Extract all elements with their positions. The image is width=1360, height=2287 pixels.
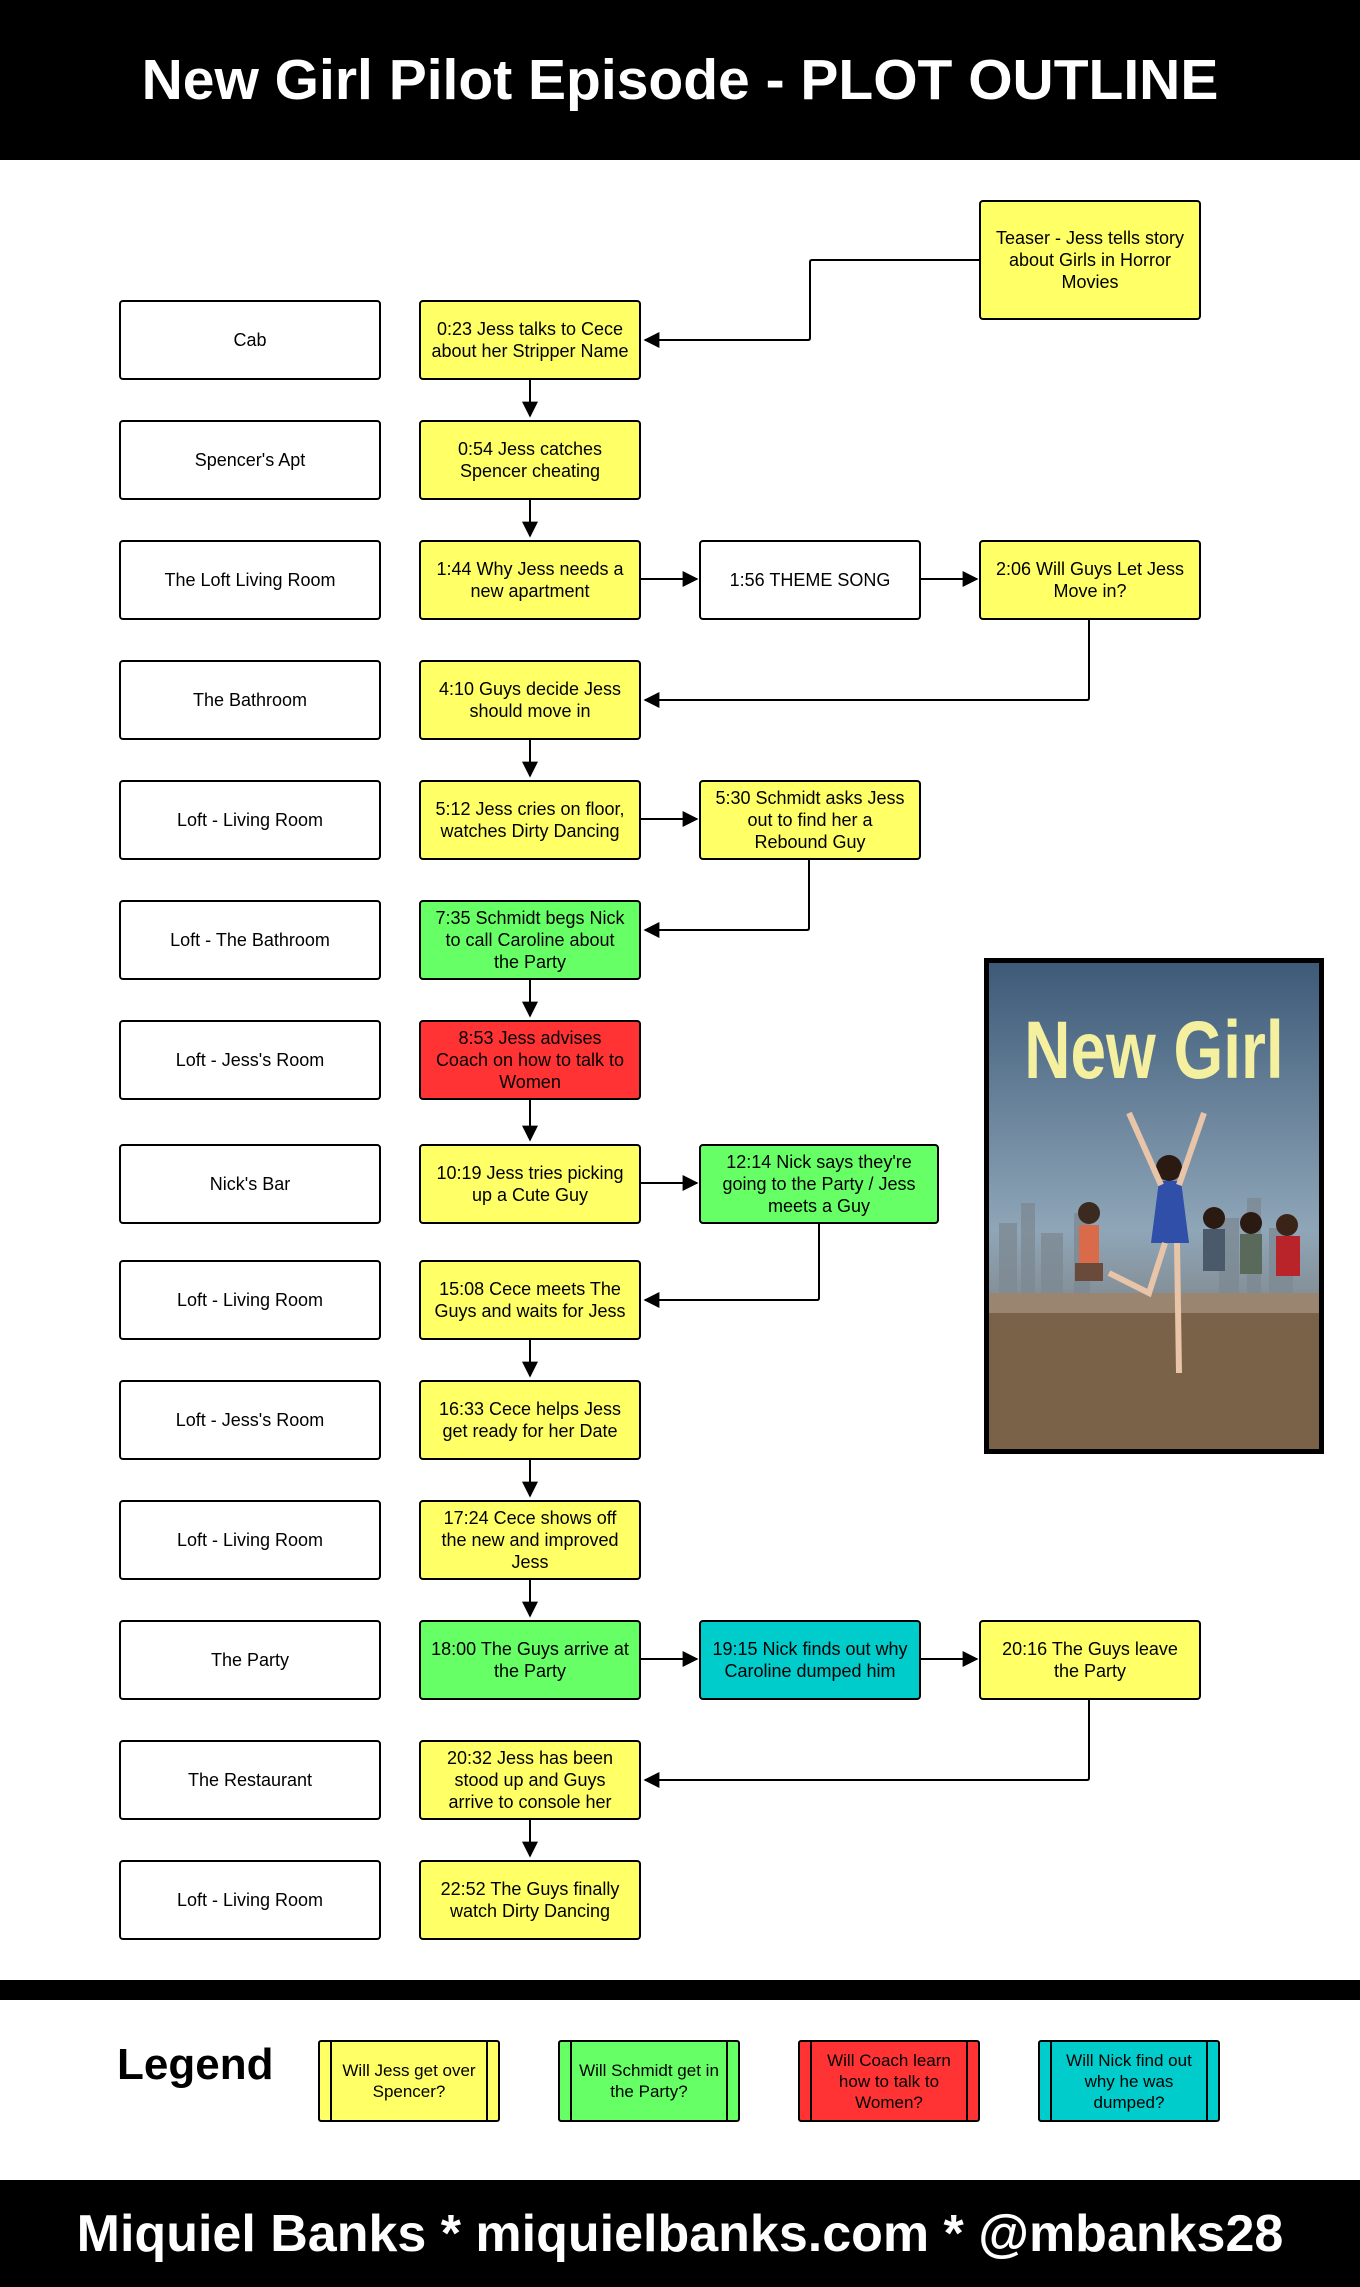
arrow-teaser-to-023 — [643, 259, 979, 348]
scene-teaser: Teaser - Jess tells story about Girls in… — [979, 200, 1201, 320]
scene-5-12: 5:12 Jess cries on floor, watches Dirty … — [419, 780, 641, 860]
legend-item-nick: Will Nick find out why he was dumped? — [1038, 2040, 1220, 2122]
location-loft-living-room: Loft - Living Room — [119, 1500, 381, 1580]
arrow-2016-to-2032 — [643, 1699, 1090, 1788]
poster-image: New Girl — [989, 963, 1319, 1449]
location-cab: Cab — [119, 300, 381, 380]
legend-item-coach: Will Coach learn how to talk to Women? — [798, 2040, 980, 2122]
scene-1-44: 1:44 Why Jess needs a new apartment — [419, 540, 641, 620]
location-loft-living-room: Loft - Living Room — [119, 1260, 381, 1340]
scene-0-54: 0:54 Jess catches Spencer cheating — [419, 420, 641, 500]
location-nicks-bar: Nick's Bar — [119, 1144, 381, 1224]
scene-7-35: 7:35 Schmidt begs Nick to call Caroline … — [419, 900, 641, 980]
location-spencers-apt: Spencer's Apt — [119, 420, 381, 500]
scene-1-56: 1:56 THEME SONG — [699, 540, 921, 620]
scene-0-23: 0:23 Jess talks to Cece about her Stripp… — [419, 300, 641, 380]
section-divider — [0, 1980, 1360, 2000]
footer-credits: Miquiel Banks * miquielbanks.com * @mban… — [0, 2180, 1360, 2287]
scene-16-33: 16:33 Cece helps Jess get ready for her … — [419, 1380, 641, 1460]
scene-15-08: 15:08 Cece meets The Guys and waits for … — [419, 1260, 641, 1340]
location-loft-living-room: The Loft Living Room — [119, 540, 381, 620]
arrow-530-to-735 — [643, 859, 810, 938]
new-girl-poster: New Girl — [984, 958, 1324, 1454]
scene-12-14: 12:14 Nick says they're going to the Par… — [699, 1144, 939, 1224]
arrow-1214-to-1508 — [643, 1224, 820, 1308]
poster-title: New Girl — [1024, 1003, 1283, 1096]
legend-title: Legend — [117, 2040, 274, 2089]
location-the-party: The Party — [119, 1620, 381, 1700]
scene-17-24: 17:24 Cece shows off the new and improve… — [419, 1500, 641, 1580]
scene-20-32: 20:32 Jess has been stood up and Guys ar… — [419, 1740, 641, 1820]
location-restaurant: The Restaurant — [119, 1740, 381, 1820]
scene-22-52: 22:52 The Guys finally watch Dirty Danci… — [419, 1860, 641, 1940]
scene-2-06: 2:06 Will Guys Let Jess Move in? — [979, 540, 1201, 620]
legend-item-schmidt: Will Schmidt get in the Party? — [558, 2040, 740, 2122]
arrow-206-to-410 — [643, 619, 1090, 708]
location-bathroom: The Bathroom — [119, 660, 381, 740]
location-loft-bathroom: Loft - The Bathroom — [119, 900, 381, 980]
scene-5-30: 5:30 Schmidt asks Jess out to find her a… — [699, 780, 921, 860]
scene-8-53: 8:53 Jess advises Coach on how to talk t… — [419, 1020, 641, 1100]
scene-4-10: 4:10 Guys decide Jess should move in — [419, 660, 641, 740]
legend-item-jess: Will Jess get over Spencer? — [318, 2040, 500, 2122]
scene-18-00: 18:00 The Guys arrive at the Party — [419, 1620, 641, 1700]
location-loft-jess-room: Loft - Jess's Room — [119, 1020, 381, 1100]
poster-figures — [1075, 1111, 1300, 1374]
location-loft-jess-room: Loft - Jess's Room — [119, 1380, 381, 1460]
location-loft-living-room: Loft - Living Room — [119, 780, 381, 860]
location-loft-living-room: Loft - Living Room — [119, 1860, 381, 1940]
scene-19-15: 19:15 Nick finds out why Caroline dumped… — [699, 1620, 921, 1700]
scene-20-16: 20:16 The Guys leave the Party — [979, 1620, 1201, 1700]
scene-10-19: 10:19 Jess tries picking up a Cute Guy — [419, 1144, 641, 1224]
page-title: New Girl Pilot Episode - PLOT OUTLINE — [0, 0, 1360, 160]
